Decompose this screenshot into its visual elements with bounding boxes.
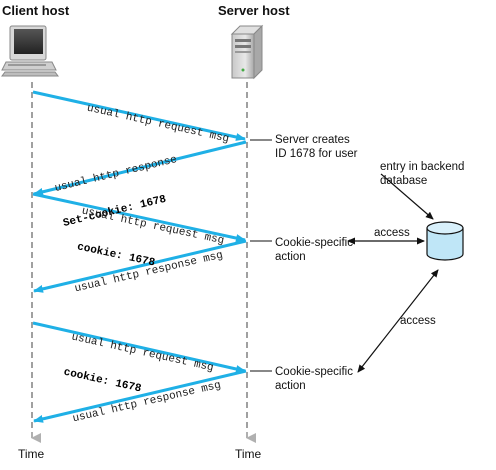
cookie-action-1-line-2: action xyxy=(275,251,306,263)
client-time-label: Time xyxy=(18,447,45,461)
database-cylinder-icon xyxy=(426,221,464,261)
message-arrow-6 xyxy=(33,369,247,423)
cookie-action-note-1: Cookie-specific action xyxy=(275,236,353,264)
backend-entry-note: entry in backend database xyxy=(380,160,464,188)
server-creates-note: Server creates ID 1678 for user xyxy=(275,133,357,161)
client-host-label: Client host xyxy=(2,3,70,18)
cookie-action-2-line-1: Cookie-specific xyxy=(275,366,353,378)
message-arrow-2 xyxy=(33,140,247,196)
message-arrow-1 xyxy=(32,90,246,141)
access-arrow-bottom xyxy=(357,269,439,373)
server-creates-line-2: ID 1678 for user xyxy=(275,148,358,160)
message-arrow-4 xyxy=(33,239,247,293)
cookie-action-2-line-2: action xyxy=(275,380,306,392)
cookie-action-note-2: Cookie-specific action xyxy=(275,365,353,393)
server-host-label: Server host xyxy=(218,3,290,18)
server-creates-line-1: Server creates xyxy=(275,134,350,146)
server-tower-icon xyxy=(230,24,264,80)
message-arrow-5 xyxy=(32,321,246,373)
backend-entry-line-1: entry in backend xyxy=(380,161,465,173)
access-label-bottom: access xyxy=(400,315,436,327)
message-5-text: usual http request msg xyxy=(70,331,215,375)
backend-entry-line-2: database xyxy=(380,175,428,187)
server-time-label: Time xyxy=(235,447,262,461)
cookie-action-1-line-1: Cookie-specific xyxy=(275,237,353,249)
message-arrow-3 xyxy=(32,192,246,243)
access-label-top: access xyxy=(374,227,410,239)
desktop-computer-icon xyxy=(1,25,59,77)
backend-entry-arrow xyxy=(380,173,434,220)
